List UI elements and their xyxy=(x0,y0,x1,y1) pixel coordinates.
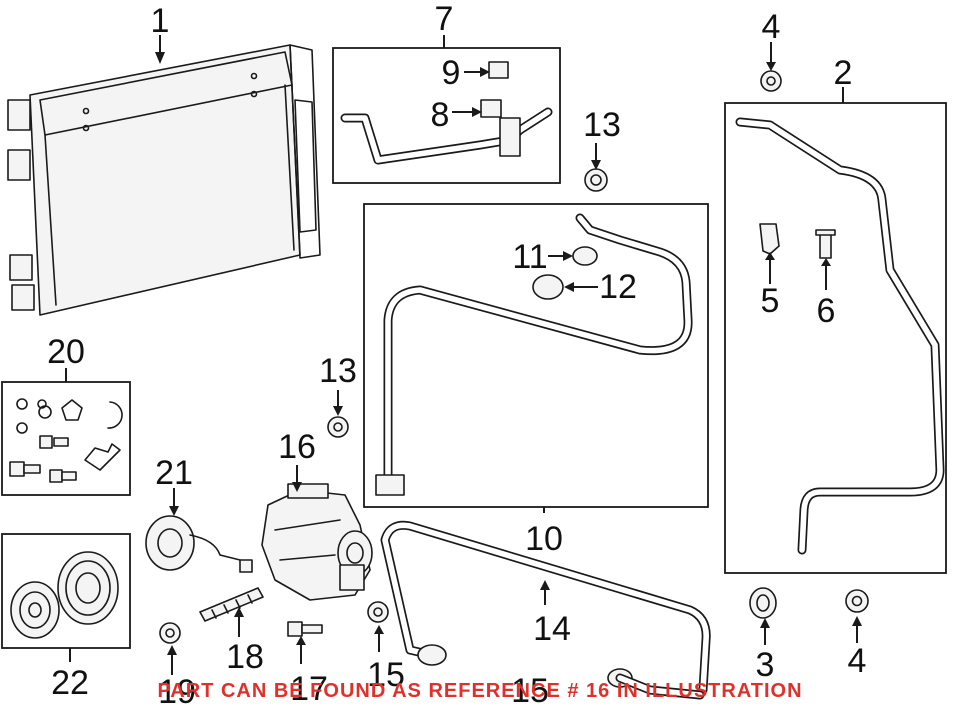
callout-13-lower: 13 xyxy=(319,352,357,390)
callout-12: 12 xyxy=(599,268,637,306)
callout-11: 11 xyxy=(512,238,547,276)
callout-5: 5 xyxy=(761,282,780,320)
seal-kit xyxy=(1,368,131,496)
callout-labels: 1 2 3 4 4 5 6 7 8 9 10 11 12 13 13 14 15… xyxy=(47,0,866,711)
nut-13-lower xyxy=(327,390,349,438)
nut-19 xyxy=(159,622,181,675)
callout-4-upper: 4 xyxy=(762,8,781,46)
nut-13-upper xyxy=(584,143,608,192)
part-9-clip xyxy=(488,61,509,79)
callout-8: 8 xyxy=(431,96,450,134)
callout-13-upper: 13 xyxy=(583,106,621,144)
callout-7: 7 xyxy=(435,0,454,38)
clutch-assembly xyxy=(1,533,131,662)
callout-15-left: 15 xyxy=(367,656,405,694)
discharge-line-assembly xyxy=(724,87,947,574)
part-11-cap xyxy=(572,246,598,266)
callout-16: 16 xyxy=(278,428,316,466)
hose-14 xyxy=(380,520,711,700)
reference-note: PART CAN BE FOUND AS REFERENCE # 16 IN I… xyxy=(157,680,803,702)
nut-15-left xyxy=(367,601,389,652)
callout-6: 6 xyxy=(817,292,836,330)
part-8-insulator xyxy=(480,99,502,118)
nut-4-lower xyxy=(845,589,869,643)
callout-14: 14 xyxy=(533,610,571,648)
part-12-cap xyxy=(532,274,564,300)
callout-9: 9 xyxy=(442,54,461,92)
condenser xyxy=(7,35,321,316)
callout-21: 21 xyxy=(155,454,193,492)
callout-1: 1 xyxy=(151,2,170,40)
liquid-line-assembly xyxy=(332,35,561,184)
callout-4-lower: 4 xyxy=(848,642,867,680)
callout-22: 22 xyxy=(51,664,89,702)
stud xyxy=(199,587,264,637)
callout-18: 18 xyxy=(226,638,264,676)
grommet-3 xyxy=(749,587,777,645)
compressor xyxy=(261,465,373,601)
clutch-coil xyxy=(145,488,253,573)
suction-line-assembly xyxy=(363,203,709,513)
callout-20: 20 xyxy=(47,333,85,371)
callout-2: 2 xyxy=(834,54,853,92)
callout-3: 3 xyxy=(756,646,775,684)
callout-17: 17 xyxy=(290,670,328,708)
callout-15-right: 15 xyxy=(511,672,549,710)
callout-19: 19 xyxy=(158,673,196,711)
bolt-17 xyxy=(287,621,323,664)
callout-10: 10 xyxy=(525,520,563,558)
nut-4-upper xyxy=(760,42,782,92)
